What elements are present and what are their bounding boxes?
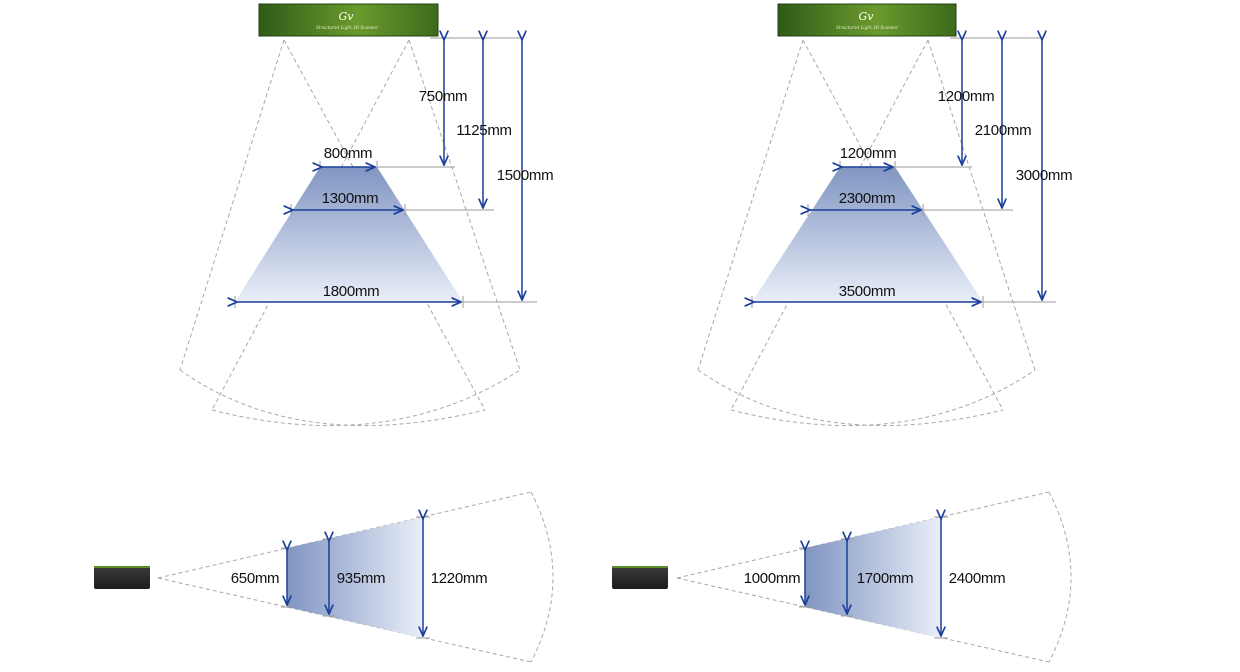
- structured-light-scanner-front-icon: [258, 3, 439, 37]
- top-left-diagram: Gv Structured Light 3D Scanner 750mm: [179, 3, 554, 427]
- structured-light-scanner-front-icon: [777, 3, 957, 37]
- bottom-left-diagram: 650mm 935mm 1220mm: [94, 491, 554, 663]
- scanner-subtitle: Structured Light 3D Scanner: [316, 25, 379, 30]
- distance-label: 1125mm: [456, 122, 511, 139]
- dimension-labels: 650mm 935mm 1220mm: [231, 570, 488, 587]
- depth-of-field-area: [287, 517, 423, 638]
- dimension-labels: 1200mm 2100mm 3000mm 1200mm 2300mm 3500m…: [839, 88, 1073, 300]
- height-label: 1000mm: [744, 570, 801, 587]
- width-label: 1300mm: [322, 190, 379, 207]
- distance-label: 750mm: [419, 88, 468, 105]
- width-label: 1200mm: [840, 145, 897, 162]
- bottom-right-diagram: 1000mm 1700mm 2400mm: [612, 491, 1072, 663]
- width-label: 2300mm: [839, 190, 896, 207]
- height-label: 1700mm: [857, 570, 914, 587]
- dimension-arrows: [805, 519, 941, 636]
- scanner-side-accent: [612, 566, 668, 568]
- width-label: 1800mm: [323, 283, 380, 300]
- fov-outline: [697, 39, 1036, 427]
- depth-of-field-area: [235, 167, 463, 302]
- width-label: 3500mm: [839, 283, 896, 300]
- structured-light-scanner-side-icon: [94, 566, 150, 589]
- dimension-labels: 750mm 1125mm 1500mm 800mm 1300mm 1800mm: [322, 88, 554, 300]
- scanner-front: Gv Structured Light 3D Scanner: [258, 3, 439, 37]
- scanner-subtitle: Structured Light 3D Scanner: [836, 25, 899, 30]
- dimension-labels: 1000mm 1700mm 2400mm: [744, 570, 1006, 587]
- scanner-brand: Gv: [858, 10, 874, 23]
- height-label: 935mm: [337, 570, 386, 587]
- depth-of-field-area: [752, 167, 983, 302]
- distance-label: 1500mm: [497, 167, 554, 184]
- height-label: 1220mm: [431, 570, 488, 587]
- depth-of-field-area: [805, 517, 941, 638]
- height-label: 650mm: [231, 570, 280, 587]
- dimension-arrows: [237, 40, 522, 302]
- scanner-side-accent: [94, 566, 150, 568]
- structured-light-scanner-side-icon: [612, 566, 668, 589]
- scanner-brand: Gv: [338, 10, 354, 23]
- distance-label: 2100mm: [975, 122, 1032, 139]
- dimension-arrows: [754, 40, 1042, 302]
- reference-lines: [751, 37, 1056, 308]
- distance-label: 1200mm: [938, 88, 995, 105]
- height-label: 2400mm: [949, 570, 1006, 587]
- scanner-front: Gv Structured Light 3D Scanner: [777, 3, 957, 37]
- dimension-arrows: [287, 519, 423, 636]
- top-right-diagram: Gv Structured Light 3D Scanner 1200mm: [697, 3, 1073, 427]
- width-label: 800mm: [324, 145, 373, 162]
- distance-label: 3000mm: [1016, 167, 1073, 184]
